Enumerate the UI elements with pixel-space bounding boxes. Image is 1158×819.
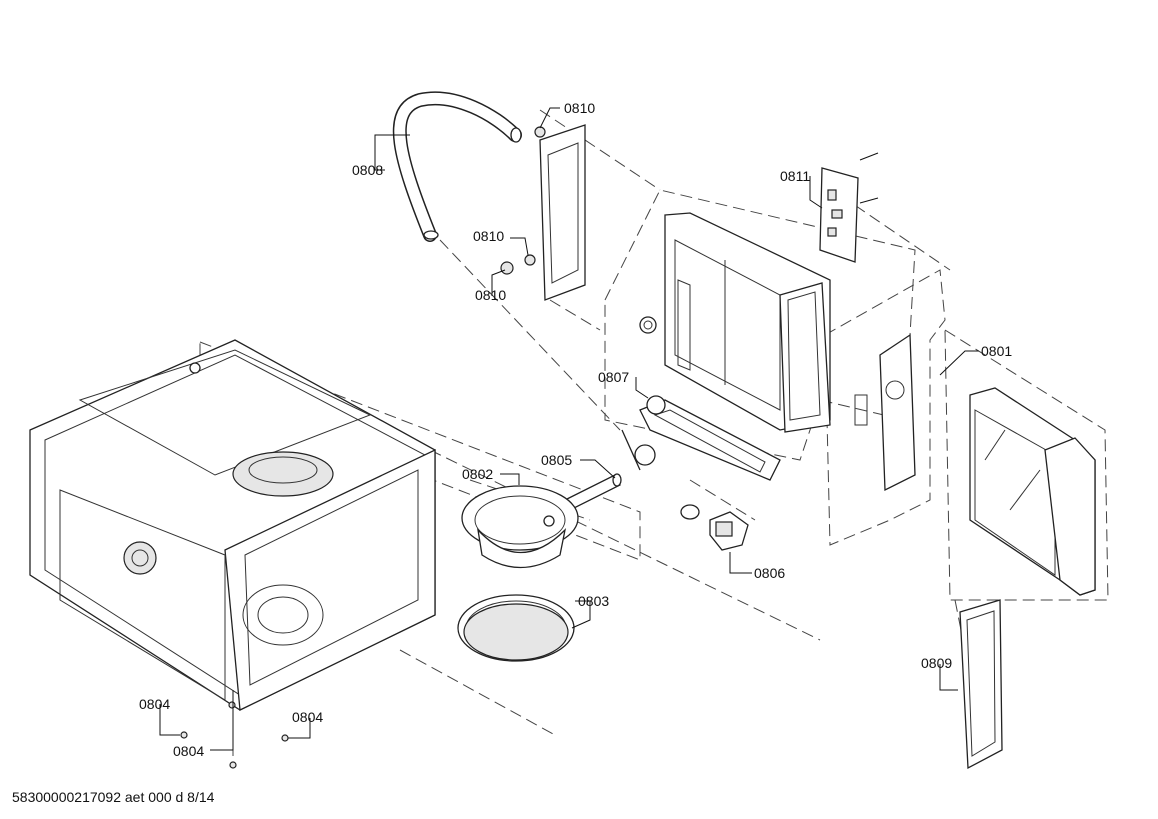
bowl-0802 <box>461 485 579 569</box>
callout-0810-bottom: 0810 <box>475 287 506 303</box>
callout-0810-middle: 0810 <box>473 228 504 244</box>
screw-icon <box>228 701 236 709</box>
callout-0804-right: 0804 <box>292 709 323 725</box>
circuit-board-0811 <box>819 152 879 263</box>
rear-panel <box>854 333 916 492</box>
door-0801 <box>969 387 1096 596</box>
cavity-top-port <box>232 451 334 497</box>
gasket-frame-0809 <box>959 599 1003 770</box>
callout-0808: 0808 <box>352 162 383 178</box>
callout-0805: 0805 <box>541 452 572 468</box>
nut-icon <box>524 254 536 266</box>
bracket-plate <box>500 124 586 301</box>
screw-icon <box>281 734 289 742</box>
callout-0807: 0807 <box>598 369 629 385</box>
valve-0806 <box>680 504 749 551</box>
nut-icon <box>500 261 514 275</box>
callout-0802: 0802 <box>462 466 493 482</box>
callout-0811: 0811 <box>780 168 810 184</box>
callout-0809: 0809 <box>921 655 952 671</box>
nut-icon <box>534 126 546 138</box>
leader-lines <box>159 107 979 751</box>
cavity-side-port <box>123 541 157 575</box>
callout-0804-bottom: 0804 <box>173 743 204 759</box>
hose-0808 <box>392 91 522 242</box>
callout-0810-top: 0810 <box>564 100 595 116</box>
ring-0803 <box>457 594 575 662</box>
callout-0803: 0803 <box>578 593 609 609</box>
callout-0801: 0801 <box>981 343 1012 359</box>
callout-labels: 0801 0802 0803 0804 0804 0804 0805 0806 … <box>139 100 1012 759</box>
screw-icon <box>180 731 188 739</box>
assembly-guide-lines <box>199 109 1109 760</box>
tank-housing <box>639 212 831 433</box>
drain-tray-0807 <box>621 395 781 481</box>
screw-icon <box>229 761 237 769</box>
callout-0804-left: 0804 <box>139 696 170 712</box>
document-code: 58300000217092 aet 000 d 8/14 <box>12 789 215 805</box>
callout-0806: 0806 <box>754 565 785 581</box>
oven-cavity <box>29 339 436 711</box>
